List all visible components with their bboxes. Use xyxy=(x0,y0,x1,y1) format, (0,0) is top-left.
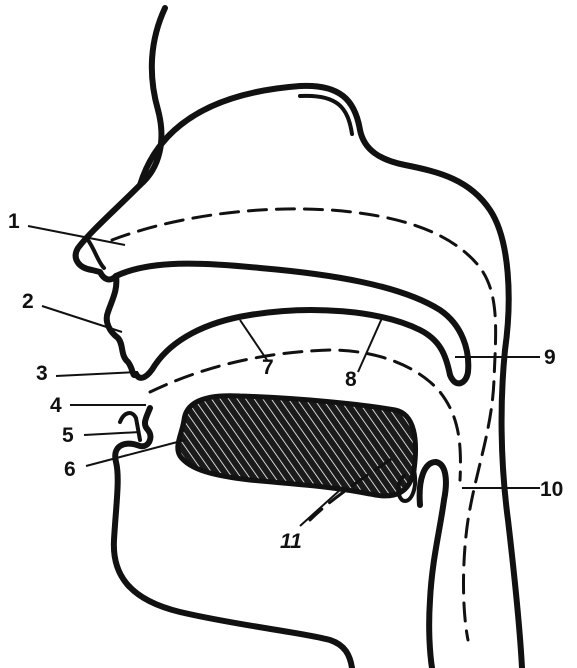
label-4: 4 xyxy=(50,394,62,417)
tongue-shape xyxy=(178,396,416,496)
leader-line-7 xyxy=(240,320,267,360)
epiglottis-outline xyxy=(420,462,446,668)
label-11: 11 xyxy=(280,530,302,553)
label-7: 7 xyxy=(262,356,274,379)
upper-lip-outline xyxy=(107,276,136,375)
label-10: 10 xyxy=(540,478,563,501)
nostril-outline xyxy=(88,240,104,268)
leader-line-3 xyxy=(56,372,138,376)
nasal-cavity-inner-line xyxy=(300,96,352,134)
palate-outline xyxy=(116,264,468,384)
leader-line-5 xyxy=(84,432,140,435)
leader-line-8 xyxy=(358,318,382,372)
leader-line-11 xyxy=(300,490,340,526)
label-1: 1 xyxy=(8,210,20,233)
label-3: 3 xyxy=(36,362,48,385)
label-8: 8 xyxy=(345,368,357,391)
label-9: 9 xyxy=(544,346,556,369)
leader-line-1 xyxy=(28,226,125,245)
label-5: 5 xyxy=(62,424,74,447)
label-2: 2 xyxy=(22,290,34,313)
label-6: 6 xyxy=(64,458,76,481)
lower-teeth-outline xyxy=(120,413,140,440)
